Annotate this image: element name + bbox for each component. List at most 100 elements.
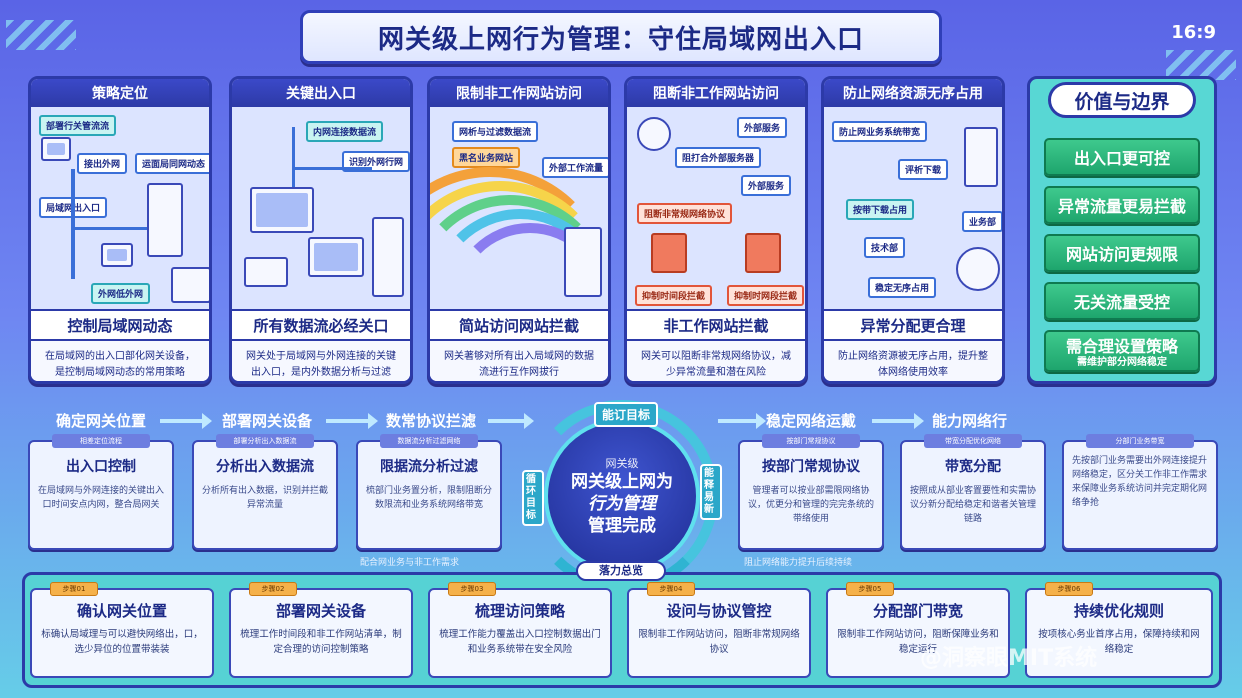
summary-card-title: 持续优化规则 <box>1073 602 1164 620</box>
panel-header: 关键出入口 <box>232 79 410 107</box>
flow-card-title: 限据流分析过滤 <box>380 459 478 475</box>
panel-restrict-sites: 限制非工作网站访问 网析与过滤数据流 黑名业务网站 外部工作流量 简站访问网站拦… <box>427 76 611 384</box>
flow-arrow <box>718 413 766 429</box>
value-item-sub: 需维护部分网络稳定 <box>1077 357 1167 368</box>
flow-arrow <box>872 413 924 429</box>
page-title-bar: 网关级上网行为管理：守住局域网出入口 <box>300 10 942 64</box>
flow-card-title: 出入口控制 <box>66 459 136 475</box>
illus-label: 外部服务 <box>741 175 792 196</box>
decor-stripe-right <box>1166 50 1236 80</box>
data-stream-arc <box>430 167 608 309</box>
watermark: @洞察眼MIT系统 <box>920 646 1098 671</box>
value-boundary-title: 价值与边界 <box>1048 82 1196 118</box>
panel-header: 阻断非工作网站访问 <box>627 79 805 107</box>
panel-label: 控制局域网动态 <box>31 311 209 341</box>
center-small-label: 网关级 <box>605 457 639 470</box>
panel-illustration: 部署行关管流流 接出外网 运面局同网动态 局域网出入口 外网低外网 <box>31 107 209 311</box>
camera-icon <box>956 247 1000 291</box>
illus-label: 运面局同网动态 <box>135 153 209 174</box>
flow-card-tag: 带宽分配优化网络 <box>924 434 1022 448</box>
panel-description: 网关可以阻断非常规网络协议，减少异常流量和潜在风险 <box>627 341 805 381</box>
illus-label: 接出外网 <box>77 153 128 174</box>
summary-card-desc: 梳理工作时间段和非工作网站清单，制定合理的访问控制策略 <box>240 629 402 655</box>
flow-card-desc: 管理者可以按业部需限网络协议，优更分和管理的完完条统的带络使用 <box>748 486 875 524</box>
center-line: 网关级上网为 <box>571 472 673 492</box>
summary-card-tag: 步骤02 <box>249 582 297 596</box>
value-item-intercept: 异常流量更易拦截 <box>1044 186 1200 224</box>
data-stream-arc <box>430 195 608 309</box>
value-item-traffic: 无关流量受控 <box>1044 282 1200 320</box>
summary-card-desc: 梳理工作能力覆盖出入口控制数据出门和业务系统带在安全风险 <box>439 629 601 655</box>
panel-description: 在局域网的出入口部化网关设备，是控制局域网动态的常用策略 <box>31 341 209 381</box>
illus-label: 技术部 <box>864 237 906 258</box>
flow-card-tag: 部署分析出入数据流 <box>216 434 314 448</box>
data-stream-arc <box>450 223 608 309</box>
flow-step: 数常协议拦滤 <box>386 412 477 430</box>
panel-label: 异常分配更合理 <box>824 311 1002 341</box>
illus-label: 黑名业务网站 <box>452 147 521 168</box>
center-line: 行为管理 <box>588 494 656 514</box>
flow-card-tag: 分部门业务带宽 <box>1086 434 1194 448</box>
flow-card-title: 分析出入数据流 <box>216 459 314 475</box>
illus-label: 外部工作流量 <box>542 157 608 178</box>
flow-card-desc: 按照成从部业客置要性和实需协议分新分配给稳定和谐者关管理链路 <box>910 486 1037 524</box>
flow-strip-left: 配合网业务与非工作需求 <box>360 558 460 568</box>
panel-block-sites: 阻断非工作网站访问 外部服务 阻打合外部服务器 外部服务 阻断非常规网络协议 抑… <box>624 76 808 384</box>
flow-card: 分部门业务带宽先按部门业务需要出外网连接提升网络稳定，区分关工作非工作需求来保障… <box>1062 434 1218 550</box>
panel-description: 防止网络资源被无序占用，提升整体网络使用效率 <box>824 341 1002 381</box>
illus-label: 外网低外网 <box>91 283 151 304</box>
flow-card: 数据流分析过滤网络限据流分析过滤梳部门业务置分析，限制阻断分数限流和业务系统网络… <box>356 434 502 550</box>
illus-label: 稳定无序占用 <box>868 277 937 298</box>
panel-description: 网关处于局域网与外网连接的关键出入口，是内外数据分析与过滤 <box>232 341 410 381</box>
value-item-controllable: 出入口更可控 <box>1044 138 1200 176</box>
panel-illustration: 防止网业务系统带宽 评析下载 按带下载占用 业务部 技术部 稳定无序占用 <box>824 107 1002 311</box>
summary-card: 步骤03 梳理访问策略梳理工作能力覆盖出入口控制数据出门和业务系统带在安全风险 <box>428 582 612 678</box>
illus-label: 识别外网行网 <box>342 151 410 172</box>
monitor-icon <box>41 137 71 161</box>
summary-card-tag: 步骤04 <box>647 582 695 596</box>
summary-card-title: 梳理访问策略 <box>474 602 565 620</box>
data-stream-arc <box>430 181 608 309</box>
data-stream-arc <box>430 209 608 309</box>
flow-arrow <box>488 413 534 429</box>
flow-step: 部署网关设备 <box>222 412 313 430</box>
server-icon <box>372 217 404 297</box>
flow-card: 相差定位流程出入口控制在局域网与外网连接的关键出入口时间安点内网，整合局网关 <box>28 434 174 550</box>
summary-card-desc: 限制非工作网站访问，阻断保障业务和稳定运行 <box>837 629 999 655</box>
summary-card-desc: 按项核心务业首序占用，保障持续和网络稳定 <box>1038 629 1200 655</box>
ring-label-right: 能释易新 <box>700 464 722 520</box>
monitor-icon <box>101 243 133 267</box>
bottom-summary-title: 落力总览 <box>576 561 666 581</box>
summary-card-title: 部署网关设备 <box>275 602 366 620</box>
illus-label: 抑制时网段拦截 <box>727 285 805 306</box>
illus-label: 业务部 <box>962 211 1002 232</box>
value-item-label: 网站访问更规限 <box>1065 245 1178 264</box>
panel-description: 网关著够对所有出入局域网的数据流进行互作网拔行 <box>430 341 608 381</box>
flow-card-title: 按部门常规协议 <box>762 459 860 475</box>
server-icon <box>564 227 602 297</box>
illus-label: 内网连接数据流 <box>306 121 384 142</box>
panel-header: 策略定位 <box>31 79 209 107</box>
bottom-summary-bar <box>22 572 1222 688</box>
connector-line <box>292 167 372 170</box>
flow-card-desc: 先按部门业务需要出外网连接提升网络稳定，区分关工作非工作需求来保障业务系统访问并… <box>1072 456 1208 508</box>
monitor-icon <box>250 187 314 233</box>
summary-card-title: 确认网关位置 <box>76 602 167 620</box>
flow-step: 确定网关位置 <box>56 412 147 430</box>
flow-card-tag: 数据流分析过滤网络 <box>380 434 478 448</box>
connector-line <box>292 127 295 187</box>
connector-line <box>71 169 75 279</box>
flow-arrow <box>326 413 378 429</box>
panel-resource-control: 防止网络资源无序占用 防止网业务系统带宽 评析下载 按带下载占用 业务部 技术部… <box>821 76 1005 384</box>
flow-card-title: 带宽分配 <box>945 459 1001 475</box>
summary-card-tag: 步骤03 <box>448 582 496 596</box>
panel-label: 所有数据流必经关口 <box>232 311 410 341</box>
decor-stripe-left <box>6 20 76 50</box>
flow-step: 稳定网络运戴 <box>766 412 857 430</box>
monitor-icon <box>308 237 364 277</box>
panel-illustration: 网析与过滤数据流 黑名业务网站 外部工作流量 <box>430 107 608 311</box>
flow-card: 带宽分配优化网络带宽分配按照成从部业客置要性和实需协议分新分配给稳定和谐者关管理… <box>900 434 1046 550</box>
summary-card-tag: 步骤01 <box>50 582 98 596</box>
